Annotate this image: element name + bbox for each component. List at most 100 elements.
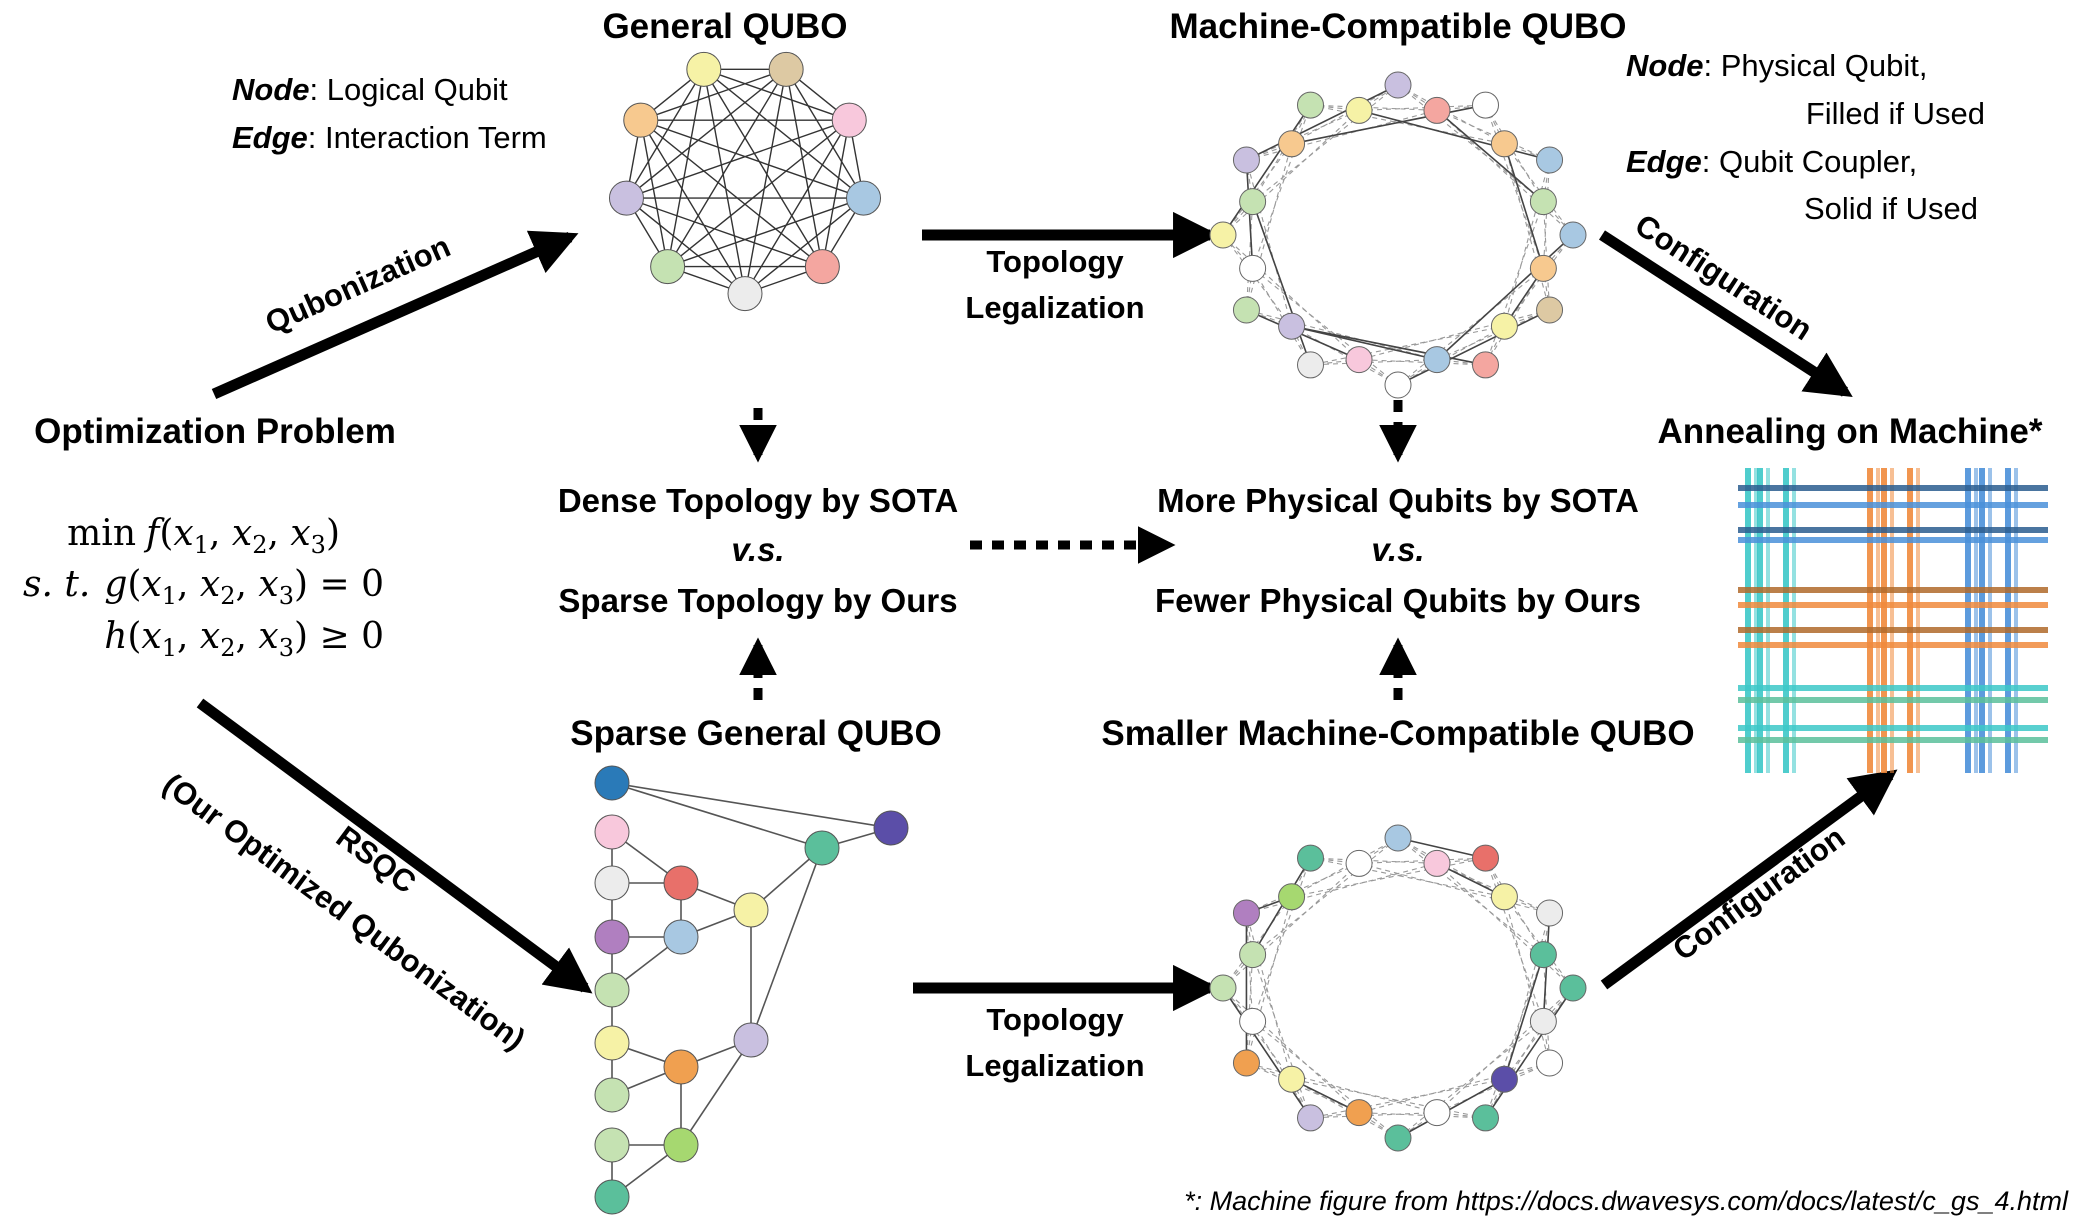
qubit-line-vertical [1783,468,1789,773]
general-qubo-graph [608,51,882,312]
edge [703,68,850,121]
qubit-line-horizontal [1738,697,2048,703]
edge [626,68,787,199]
coupler-unused [1252,1021,1311,1119]
legend-right-edge-key: Edge [1626,144,1702,179]
physical-qubit-node [1345,346,1373,374]
coupler-unused [1246,862,1438,914]
logical-qubit-node [650,249,686,285]
coupler-unused [1222,234,1360,361]
coupler-used [1222,104,1312,236]
qubit-line-vertical-shadow [1876,468,1880,773]
coupler-unused [1436,1062,1550,1114]
rhs-eq: = 0 [308,564,384,605]
coupler-unused [1291,857,1486,898]
logical-qubit-node [594,814,630,850]
logical-qubit-node [873,810,909,846]
logical-qubit-node [846,180,882,216]
edge [744,197,864,295]
coupler-unused [1291,104,1311,145]
coupler-unused [1485,857,1505,898]
coupler-unused [1310,1112,1437,1119]
physical-qubit-node [1423,346,1451,374]
min-word: min [67,513,136,554]
logical-qubit-node [768,51,804,87]
edge [703,68,823,267]
coupler-unused [1310,857,1505,898]
logical-qubit-node [663,1127,699,1163]
coupler-unused [1436,862,1550,914]
legend-right-edge-value-2: Solid if Used [1804,191,1978,226]
qubit-line-vertical [1907,468,1913,773]
coupler-unused [1246,109,1360,161]
physical-qubit-node [1297,844,1324,872]
coupler-unused [1291,325,1399,386]
qubonization-arrow [211,230,579,400]
qubit-line-vertical [1757,468,1763,773]
coupler-unused [1310,1078,1505,1119]
edge [626,119,850,199]
coupler-unused [1485,1021,1544,1119]
edge [625,68,705,199]
coupler-used [1358,109,1550,161]
coupler-unused [1542,268,1551,311]
coupler-used [1484,987,1574,1119]
physical-qubit-node [1232,296,1260,324]
qubit-line-vertical-shadow [1792,468,1796,773]
coupler-unused [1436,309,1550,361]
coupler-unused [1358,862,1550,914]
coupler-unused [1359,104,1486,111]
coupler-unused [1310,857,1437,864]
rhs-geq: ≥ 0 [308,616,384,657]
smaller-machine-qubo-graph [1209,824,1587,1152]
legend-node-value: : Logical Qubit [310,72,509,107]
coupler-unused [1484,201,1544,366]
coupler-unused [1291,84,1399,145]
logical-qubit-node [594,972,630,1008]
fewer-qubits-text: Fewer Physical Qubits by Ours [1155,582,1641,619]
physical-qubit-node [1345,96,1373,124]
physical-qubit-node [1239,941,1267,969]
coupler-used [1397,1078,1505,1139]
coupler-unused [1246,309,1438,361]
coupler-unused [1485,104,1505,145]
coupler-unused [1485,1078,1505,1119]
logical-qubit-node [663,865,699,901]
coupler-unused [1252,1020,1399,1139]
coupler-used [1436,109,1544,203]
physical-qubit-node [1423,1099,1451,1127]
edge [703,68,864,199]
qubit-line-horizontal [1738,685,2048,691]
edge [667,119,850,268]
coupler-unused [1542,159,1551,202]
coupler-unused [1245,159,1254,202]
qubit-line-horizontal [1738,737,2048,743]
physical-qubit-node [1232,899,1260,927]
coupler-unused [1397,1020,1544,1139]
qubit-line-vertical [1745,468,1751,773]
configuration-arrow-top [1599,230,1853,398]
legend-left: Node: Logical Qubit Edge: Interaction Te… [232,72,547,155]
edge [611,782,823,849]
coupler-unused [1503,896,1551,1064]
topology-label-top-1: Topology [986,244,1124,279]
physical-qubit-node [1490,130,1518,158]
more-qubits-text: More Physical Qubits by SOTA [1157,482,1639,519]
edge [744,119,850,295]
coupler-unused [1436,109,1550,161]
coupler-used [1397,837,1486,859]
qubit-line-vertical-shadow [1754,468,1758,773]
coupler-unused [1252,268,1311,366]
coupler-unused [1291,325,1311,366]
coupler-unused [1397,837,1544,956]
coupler-unused [1542,1021,1551,1064]
coupler-unused [1310,325,1505,366]
qubit-line-horizontal [1738,587,2048,593]
coupler-unused [1252,267,1399,386]
qubit-line-vertical [1979,468,1985,773]
physical-qubit-node [1536,146,1564,174]
coupler-used [1503,143,1545,269]
coupler-unused [1359,857,1486,864]
